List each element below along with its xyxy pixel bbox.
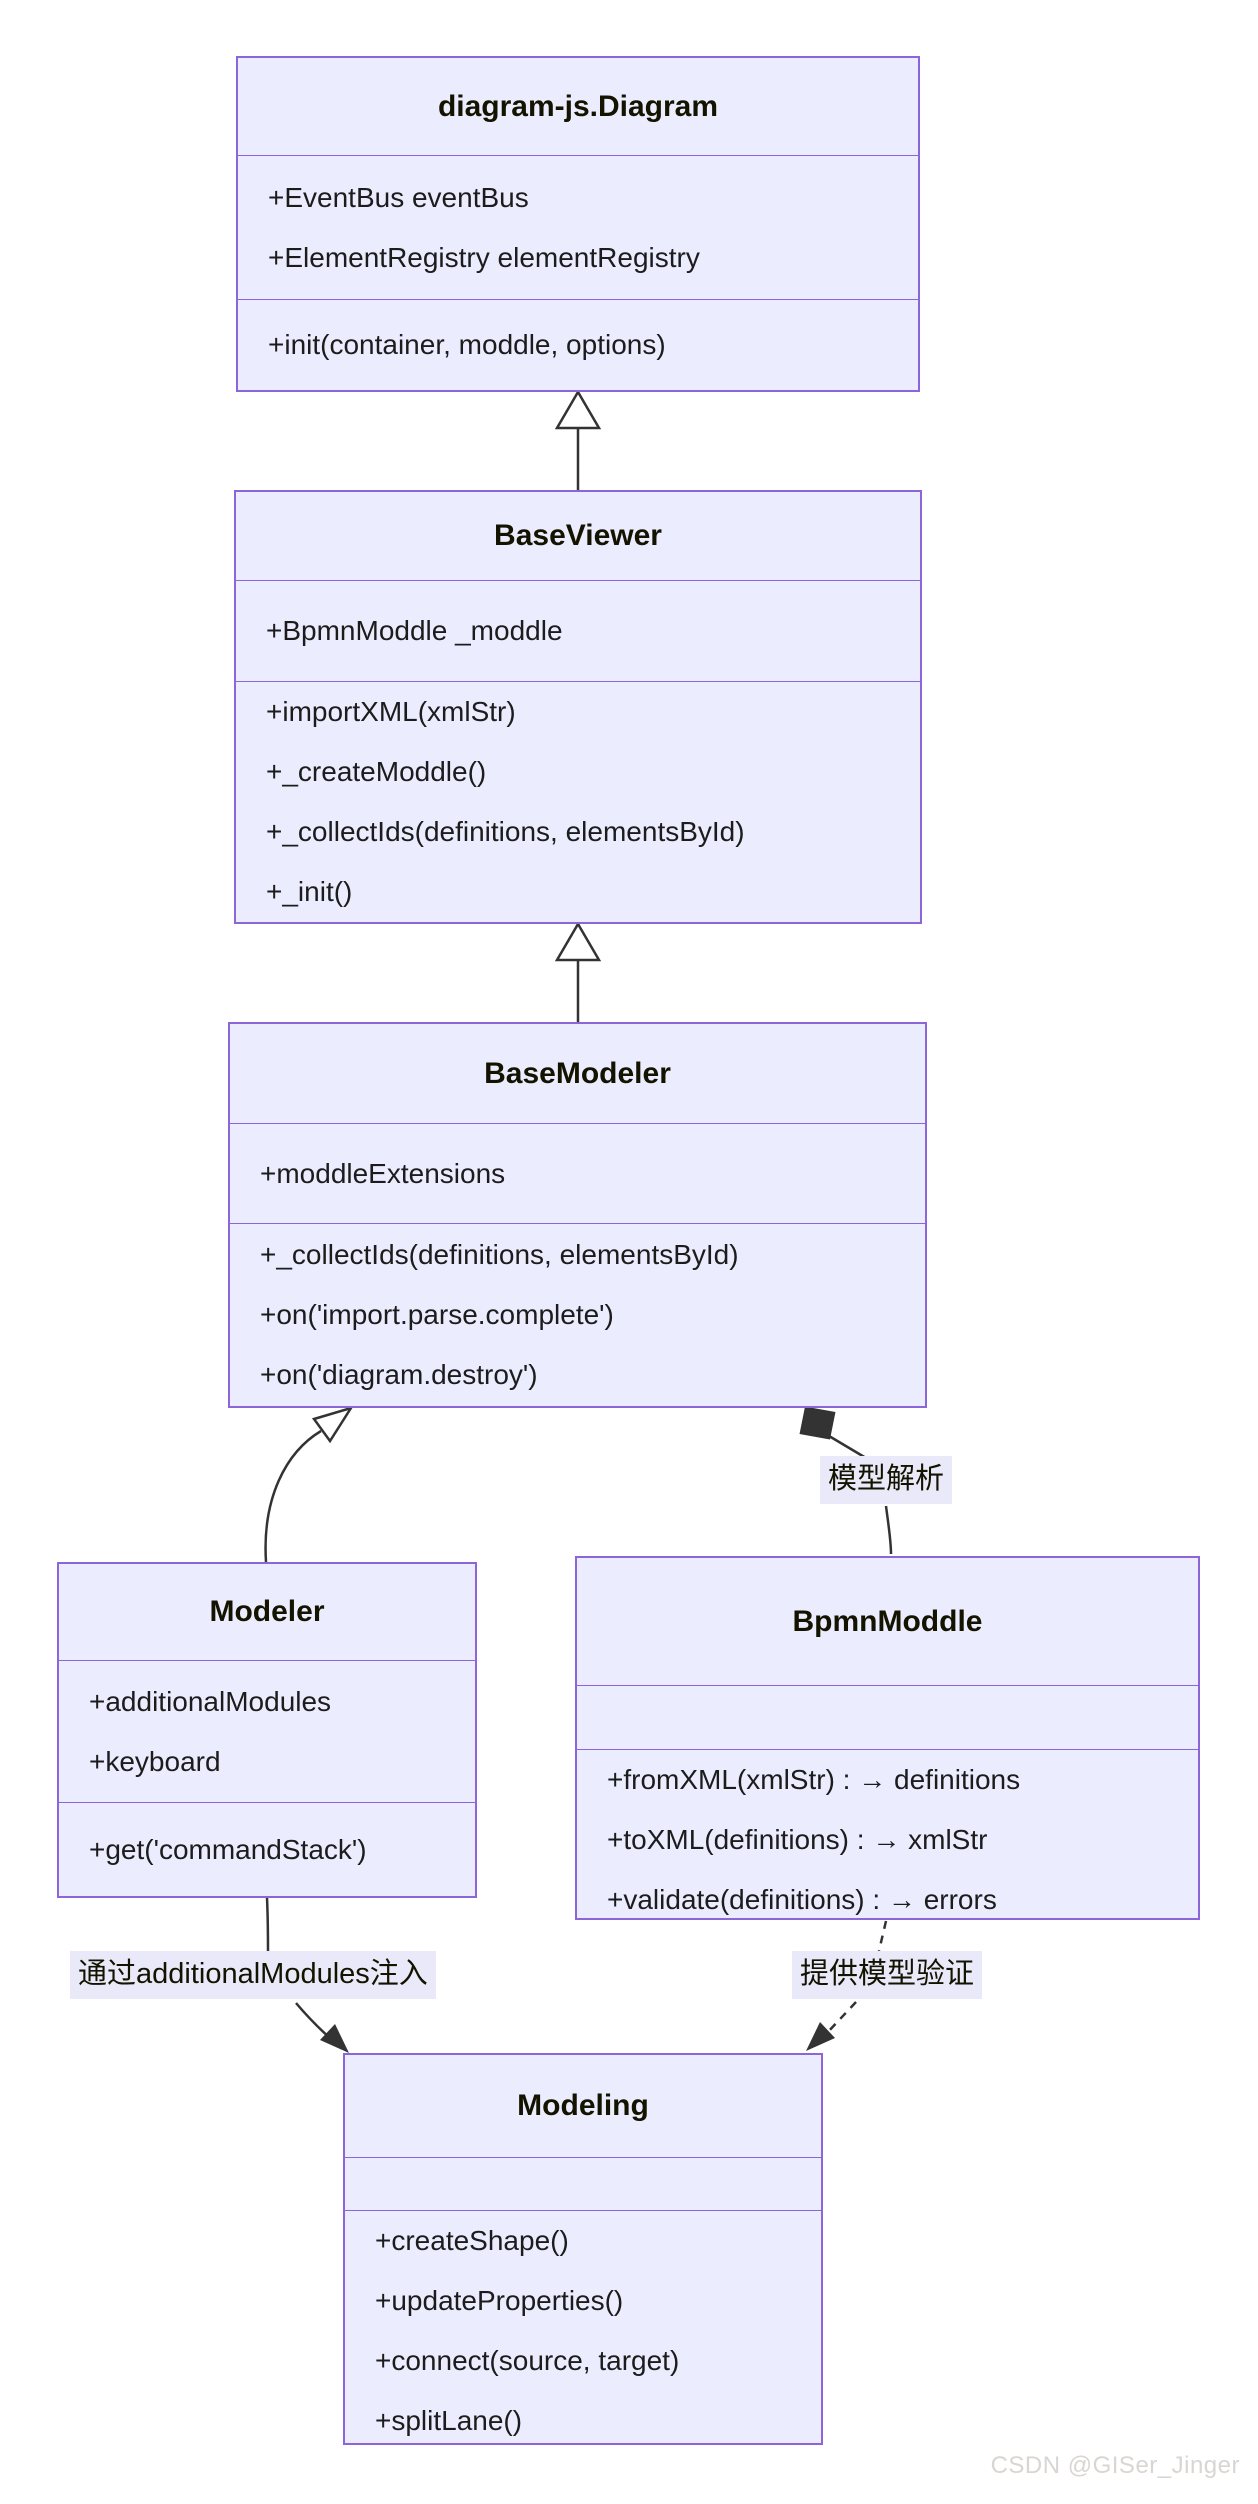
- class-box-bpmn-moddle: BpmnModdle +fromXML(xmlStr) : → definiti…: [575, 1556, 1200, 1920]
- member-line: +updateProperties(): [375, 2285, 624, 2316]
- member-line: +validate(definitions) : → errors: [607, 1884, 997, 1915]
- class-box-base-viewer: BaseViewer +BpmnModdle _moddle +importXM…: [234, 490, 922, 924]
- member-line: +ElementRegistry elementRegistry: [268, 241, 700, 273]
- class-attributes: +additionalModules +keyboard: [59, 1660, 475, 1802]
- class-title: BpmnModdle: [792, 1604, 983, 1638]
- member-line: +fromXML(xmlStr) : → definitions: [607, 1764, 1021, 1795]
- class-methods: +init(container, moddle, options): [238, 299, 918, 390]
- edge-basemodeler-bpmnmoddle-lower: [884, 1505, 893, 1555]
- class-title: Modeler: [209, 1595, 325, 1628]
- class-box-modeling: Modeling +createShape() +updateProperties…: [343, 2053, 823, 2445]
- inheritance-triangle-icon: [554, 389, 602, 430]
- member-line: +createShape(): [375, 2225, 569, 2256]
- class-attributes: [345, 2157, 821, 2210]
- class-methods: +get('commandStack'): [59, 1802, 475, 1896]
- class-title: BaseModeler: [484, 1056, 671, 1090]
- member-line: +init(container, moddle, options): [268, 329, 666, 360]
- member-line: +keyboard: [89, 1745, 221, 1777]
- member-line: +EventBus eventBus: [268, 181, 529, 213]
- member-line: +connect(source, target): [375, 2345, 680, 2376]
- edge-modeler-basemodeler: [264, 1429, 322, 1563]
- member-line: +toXML(definitions) : → xmlStr: [607, 1824, 988, 1855]
- edge-basemodeler-bpmnmoddle-upper: [828, 1434, 867, 1460]
- edge-label-additional-modules-inject: 通过additionalModules注入: [70, 1951, 436, 1999]
- member-line: +BpmnModdle _moddle: [266, 615, 563, 646]
- inheritance-triangle-icon: [554, 921, 602, 962]
- class-methods: +fromXML(xmlStr) : → definitions +toXML(d…: [577, 1749, 1198, 1930]
- class-attributes: [577, 1685, 1198, 1749]
- class-methods: +createShape() +updateProperties() +connec…: [345, 2210, 821, 2451]
- class-attributes: +BpmnModdle _moddle: [236, 580, 920, 681]
- class-methods: +importXML(xmlStr) +_createModdle() +_coll…: [236, 681, 920, 922]
- member-line: +_createModdle(): [266, 756, 487, 787]
- class-attributes: +moddleExtensions: [230, 1123, 925, 1223]
- class-title: BaseViewer: [494, 519, 662, 552]
- edge-label-model-validation: 提供模型验证: [792, 1951, 983, 1999]
- member-line: +on('diagram.destroy'): [260, 1359, 538, 1390]
- inheritance-triangle-icon: [311, 1405, 354, 1444]
- member-line: +importXML(xmlStr): [266, 696, 516, 727]
- member-line: +get('commandStack'): [89, 1833, 367, 1865]
- member-line: +moddleExtensions: [260, 1157, 506, 1189]
- member-line: +on('import.parse.complete'): [260, 1299, 614, 1330]
- edge-modeler-modeling-upper: [265, 1897, 270, 1952]
- member-line: +additionalModules: [89, 1685, 332, 1717]
- class-attributes: +EventBus eventBus +ElementRegistry eleme…: [238, 155, 918, 299]
- class-box-base-modeler: BaseModeler +moddleExtensions +_collectI…: [228, 1022, 927, 1408]
- composition-diamond-icon: [799, 1406, 836, 1440]
- member-line: +_init(): [266, 876, 353, 907]
- arrowhead-icon: [806, 2022, 835, 2051]
- class-title: Modeling: [517, 2089, 649, 2122]
- edge-label-model-parse: 模型解析: [820, 1456, 953, 1504]
- edge-modeler-modeling-lower: [295, 2002, 340, 2047]
- class-box-diagram-js-diagram: diagram-js.Diagram +EventBus eventBus +El…: [236, 56, 920, 392]
- class-title: diagram-js.Diagram: [437, 89, 719, 123]
- class-box-modeler: Modeler +additionalModules +keyboard +get…: [57, 1562, 477, 1898]
- member-line: +_collectIds(definitions, elementsById): [266, 816, 745, 847]
- watermark: CSDN @GISer_Jinger: [990, 2452, 1240, 2479]
- class-methods: +_collectIds(definitions, elementsById) +…: [230, 1223, 925, 1406]
- member-line: +splitLane(): [375, 2405, 523, 2436]
- edge-bpmnmoddle-modeling-lower: [826, 2001, 857, 2034]
- member-line: +_collectIds(definitions, elementsById): [260, 1239, 739, 1270]
- arrowhead-icon: [320, 2024, 349, 2053]
